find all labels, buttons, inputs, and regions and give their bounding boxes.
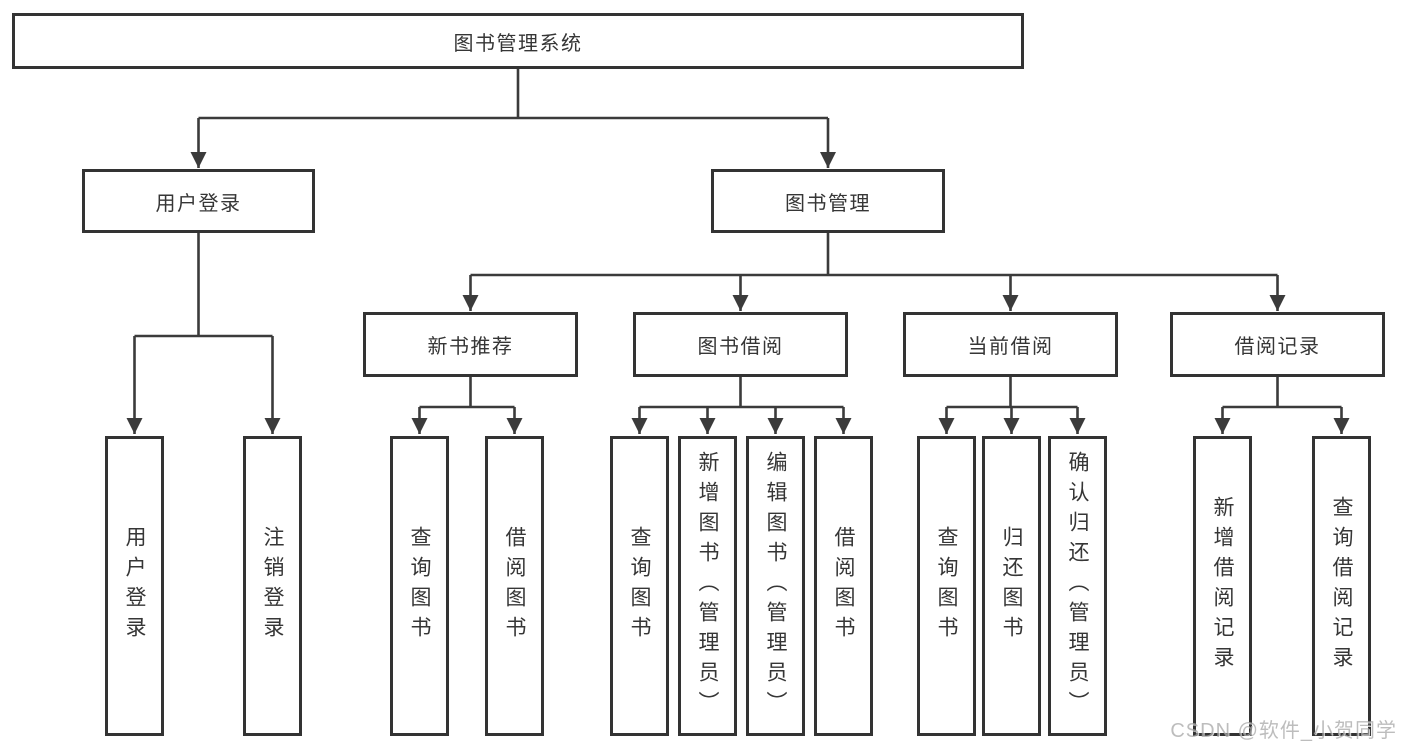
leaf-recommend-borrow-books-label: 借阅图书 [503, 526, 526, 646]
leaf-current-return-books-label: 归还图书 [1000, 526, 1023, 646]
csdn-watermark: CSDN @软件_小贺同学 [1170, 720, 1397, 742]
node-root: 图书管理系统 [12, 13, 1024, 69]
leaf-recommend-query-books: 查询图书 [390, 436, 449, 736]
node-user-login: 用户登录 [82, 169, 315, 233]
leaf-borrowing-query-books-label: 查询图书 [628, 526, 651, 646]
leaf-current-confirm-return-admin-label: 确认归还（管理员） [1066, 451, 1089, 721]
leaf-records-add-record-label: 新增借阅记录 [1211, 496, 1234, 676]
leaf-borrowing-add-books-admin-label: 新增图书（管理员） [696, 451, 719, 721]
leaf-records-query-record-label: 查询借阅记录 [1330, 496, 1353, 676]
leaf-borrowing-borrow-books-label: 借阅图书 [832, 526, 855, 646]
leaf-recommend-borrow-books: 借阅图书 [485, 436, 544, 736]
node-borrowing-records-label: 借阅记录 [1234, 336, 1321, 358]
leaf-recommend-query-books-label: 查询图书 [408, 526, 431, 646]
node-borrowing-records: 借阅记录 [1170, 312, 1385, 377]
node-book-management: 图书管理 [711, 169, 945, 233]
connector-book-borrowing-to-leaves [631, 377, 852, 434]
leaf-user-login: 用户登录 [105, 436, 164, 736]
connector-user-login-to-leaves [126, 233, 281, 434]
leaf-borrowing-query-books: 查询图书 [610, 436, 669, 736]
node-user-login-label: 用户登录 [155, 192, 242, 215]
leaf-borrowing-borrow-books: 借阅图书 [814, 436, 873, 736]
leaf-borrowing-add-books-admin: 新增图书（管理员） [678, 436, 737, 736]
node-book-borrowing-label: 图书借阅 [697, 336, 784, 358]
connector-root-to-level2 [190, 69, 836, 168]
leaf-current-return-books: 归还图书 [982, 436, 1041, 736]
leaf-logout-login: 注销登录 [243, 436, 302, 736]
connector-book-management-to-level3 [462, 233, 1286, 311]
leaf-current-query-books: 查询图书 [917, 436, 976, 736]
leaf-borrowing-edit-books-admin: 编辑图书（管理员） [746, 436, 805, 736]
node-root-label: 图书管理系统 [453, 32, 583, 55]
leaf-records-query-record: 查询借阅记录 [1312, 436, 1371, 736]
leaf-records-add-record: 新增借阅记录 [1193, 436, 1252, 736]
node-new-book-recommend-label: 新书推荐 [427, 336, 514, 358]
leaf-logout-login-label: 注销登录 [261, 526, 284, 646]
node-current-borrowing-label: 当前借阅 [967, 336, 1054, 358]
node-new-book-recommend: 新书推荐 [363, 312, 578, 377]
connector-borrowing-records-to-leaves [1214, 377, 1350, 434]
leaf-current-query-books-label: 查询图书 [935, 526, 958, 646]
leaf-user-login-label: 用户登录 [123, 526, 146, 646]
node-book-management-label: 图书管理 [785, 192, 871, 215]
node-book-borrowing: 图书借阅 [633, 312, 848, 377]
connector-current-borrowing-to-leaves [938, 377, 1086, 434]
node-current-borrowing: 当前借阅 [903, 312, 1118, 377]
leaf-current-confirm-return-admin: 确认归还（管理员） [1048, 436, 1107, 736]
connector-new-book-recommend-to-leaves [411, 377, 523, 434]
leaf-borrowing-edit-books-admin-label: 编辑图书（管理员） [764, 451, 787, 721]
